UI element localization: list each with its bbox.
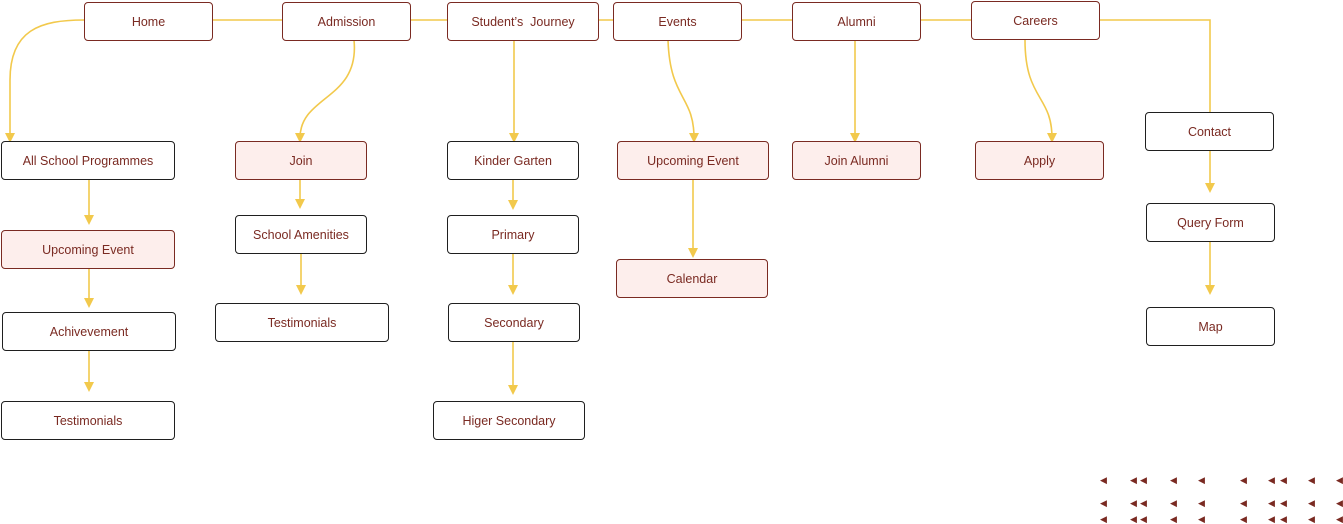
- node-map[interactable]: Map: [1146, 307, 1275, 346]
- node-label: Upcoming Event: [42, 242, 134, 257]
- triangle-left-icon: ◀: [1130, 514, 1137, 524]
- node-label: Primary: [491, 227, 535, 242]
- node-label: Kinder Garten: [474, 153, 552, 168]
- triangle-left-icon: ◀: [1140, 514, 1147, 524]
- node-label: Join Alumni: [824, 153, 889, 168]
- node-label: Upcoming Event: [647, 153, 739, 168]
- node-label: All School Programmes: [22, 153, 154, 168]
- triangle-left-icon: ◀: [1308, 498, 1315, 508]
- triangle-left-icon: ◀: [1240, 514, 1247, 524]
- node-upcoming-event-events[interactable]: Upcoming Event: [617, 141, 769, 180]
- triangle-left-icon: ◀: [1308, 475, 1315, 485]
- triangle-left-icon: ◀: [1198, 514, 1205, 524]
- triangle-left-icon: ◀: [1240, 475, 1247, 485]
- node-label: Join: [289, 153, 313, 168]
- node-achievement[interactable]: Achivevement: [2, 312, 176, 351]
- node-all-school-programmes[interactable]: All School Programmes: [1, 141, 175, 180]
- triangle-left-icon: ◀: [1100, 514, 1107, 524]
- node-join[interactable]: Join: [235, 141, 367, 180]
- node-label: Map: [1198, 319, 1223, 334]
- node-higher-secondary[interactable]: Higer Secondary: [433, 401, 585, 440]
- triangle-left-icon: ◀: [1198, 475, 1205, 485]
- node-label: Achivevement: [49, 324, 129, 339]
- node-upcoming-event-home[interactable]: Upcoming Event: [1, 230, 175, 269]
- triangle-left-icon: ◀: [1170, 475, 1177, 485]
- nav-careers[interactable]: Careers: [971, 1, 1100, 40]
- triangle-left-icon: ◀: [1280, 498, 1287, 508]
- node-primary[interactable]: Primary: [447, 215, 579, 254]
- triangle-left-icon: ◀: [1268, 475, 1275, 485]
- triangle-left-icon: ◀: [1140, 498, 1147, 508]
- node-label: Apply: [1023, 153, 1056, 168]
- node-school-amenities[interactable]: School Amenities: [235, 215, 367, 254]
- node-calendar[interactable]: Calendar: [616, 259, 768, 298]
- nav-admission-label: Admission: [317, 14, 376, 29]
- events-to-upcoming-arrow: [667, 39, 699, 143]
- node-kinder-garten[interactable]: Kinder Garten: [447, 141, 579, 180]
- nav-alumni[interactable]: Alumni: [792, 2, 921, 41]
- home-to-programmes-arrow: [5, 19, 85, 143]
- triangle-left-icon: ◀: [1268, 514, 1275, 524]
- triangle-left-icon: ◀: [1336, 475, 1343, 485]
- node-apply[interactable]: Apply: [975, 141, 1104, 180]
- careers-to-apply-arrow: [1024, 39, 1057, 143]
- node-label: Query Form: [1177, 215, 1244, 230]
- triangle-left-icon: ◀: [1336, 498, 1343, 508]
- triangle-left-icon: ◀: [1240, 498, 1247, 508]
- node-testimonials-admission[interactable]: Testimonials: [215, 303, 389, 342]
- node-label: Testimonials: [53, 413, 123, 428]
- nav-home-label: Home: [131, 14, 166, 29]
- triangle-left-icon: ◀: [1170, 514, 1177, 524]
- triangle-left-icon: ◀: [1140, 475, 1147, 485]
- triangle-left-icon: ◀: [1268, 498, 1275, 508]
- triangle-left-icon: ◀: [1130, 475, 1137, 485]
- node-join-alumni[interactable]: Join Alumni: [792, 141, 921, 180]
- nav-students-journey[interactable]: Student’s Journey: [447, 2, 599, 41]
- node-query-form[interactable]: Query Form: [1146, 203, 1275, 242]
- triangle-left-icon: ◀: [1336, 514, 1343, 524]
- admission-to-join-arrow: [295, 39, 356, 143]
- nav-events[interactable]: Events: [613, 2, 742, 41]
- nav-alumni-label: Alumni: [837, 14, 876, 29]
- triangle-left-icon: ◀: [1100, 498, 1107, 508]
- node-contact[interactable]: Contact: [1145, 112, 1274, 151]
- node-label: Secondary: [484, 315, 544, 330]
- nav-connector: [212, 19, 1211, 112]
- node-label: Contact: [1187, 124, 1232, 139]
- nav-admission[interactable]: Admission: [282, 2, 411, 41]
- triangle-left-icon: ◀: [1170, 498, 1177, 508]
- triangle-left-icon: ◀: [1130, 498, 1137, 508]
- triangle-left-icon: ◀: [1198, 498, 1205, 508]
- triangle-left-icon: ◀: [1100, 475, 1107, 485]
- triangle-left-icon: ◀: [1308, 514, 1315, 524]
- triangle-left-icon: ◀: [1280, 475, 1287, 485]
- node-label: Testimonials: [267, 315, 337, 330]
- triangle-left-icon: ◀: [1280, 514, 1287, 524]
- node-label: School Amenities: [253, 227, 349, 242]
- nav-events-label: Events: [658, 14, 697, 29]
- node-secondary[interactable]: Secondary: [448, 303, 580, 342]
- nav-careers-label: Careers: [1013, 13, 1058, 28]
- nav-students-journey-label: Student’s Journey: [471, 14, 575, 29]
- node-label: Calendar: [666, 271, 718, 286]
- node-testimonials-home[interactable]: Testimonials: [1, 401, 175, 440]
- nav-home[interactable]: Home: [84, 2, 213, 41]
- node-label: Higer Secondary: [462, 413, 556, 428]
